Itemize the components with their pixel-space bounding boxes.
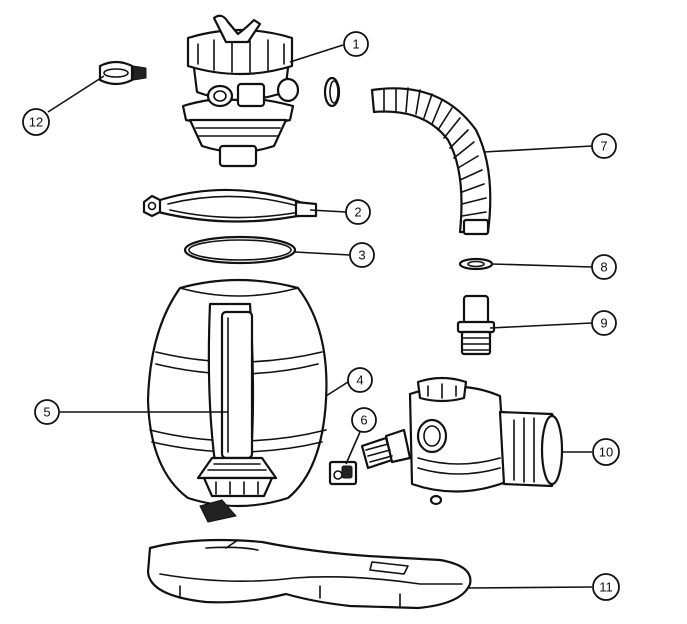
callout-9: 9: [591, 310, 617, 336]
svg-text:2: 2: [354, 205, 361, 220]
svg-text:7: 7: [600, 139, 607, 154]
callout-3: 3: [349, 242, 375, 268]
hose-adapter: [456, 294, 496, 356]
leader-6: [345, 431, 361, 465]
drain-plug: [328, 460, 358, 486]
callout-4: 4: [347, 367, 373, 393]
leader-8: [491, 263, 593, 268]
leader-7: [483, 145, 593, 153]
leader-3: [294, 251, 351, 256]
callout-6: 6: [351, 407, 377, 433]
callouts: 1 2 3 4 5 6 7 8: [22, 31, 620, 601]
base-stand: [146, 538, 472, 610]
multiport-valve: [181, 14, 300, 168]
svg-text:6: 6: [360, 413, 367, 428]
callout-12: 12: [22, 108, 50, 136]
svg-text:3: 3: [358, 248, 365, 263]
svg-text:10: 10: [599, 445, 613, 460]
callout-8: 8: [591, 254, 617, 280]
leader-12: [47, 75, 105, 113]
hose-adapter-fitting: [360, 428, 412, 470]
leader-9: [489, 322, 593, 329]
leader-11: [467, 586, 593, 589]
callout-10: 10: [592, 438, 620, 466]
hose-clamp-small: [98, 60, 147, 86]
callout-2: 2: [345, 199, 371, 225]
washer: [458, 257, 494, 271]
svg-text:8: 8: [600, 260, 607, 275]
leader-lines: [47, 44, 593, 589]
pump: [408, 376, 564, 506]
leader-4: [325, 381, 349, 397]
leader-2: [309, 209, 347, 213]
hose-clamp-ring: [323, 76, 341, 108]
leader-1: [289, 44, 344, 63]
callout-1: 1: [343, 31, 369, 57]
clamp-ring: [142, 188, 318, 223]
svg-text:9: 9: [600, 316, 607, 331]
svg-text:12: 12: [29, 115, 43, 130]
o-ring: [183, 235, 297, 265]
flexible-hose: [370, 87, 492, 236]
svg-text:5: 5: [43, 405, 50, 420]
callout-11: 11: [592, 573, 620, 601]
lateral-assembly: [196, 310, 278, 523]
callout-7: 7: [591, 133, 617, 159]
svg-text:4: 4: [356, 373, 363, 388]
o-ring-inner: [188, 239, 292, 261]
callout-5: 5: [34, 399, 60, 425]
svg-text:1: 1: [352, 37, 359, 52]
svg-text:11: 11: [599, 580, 613, 595]
